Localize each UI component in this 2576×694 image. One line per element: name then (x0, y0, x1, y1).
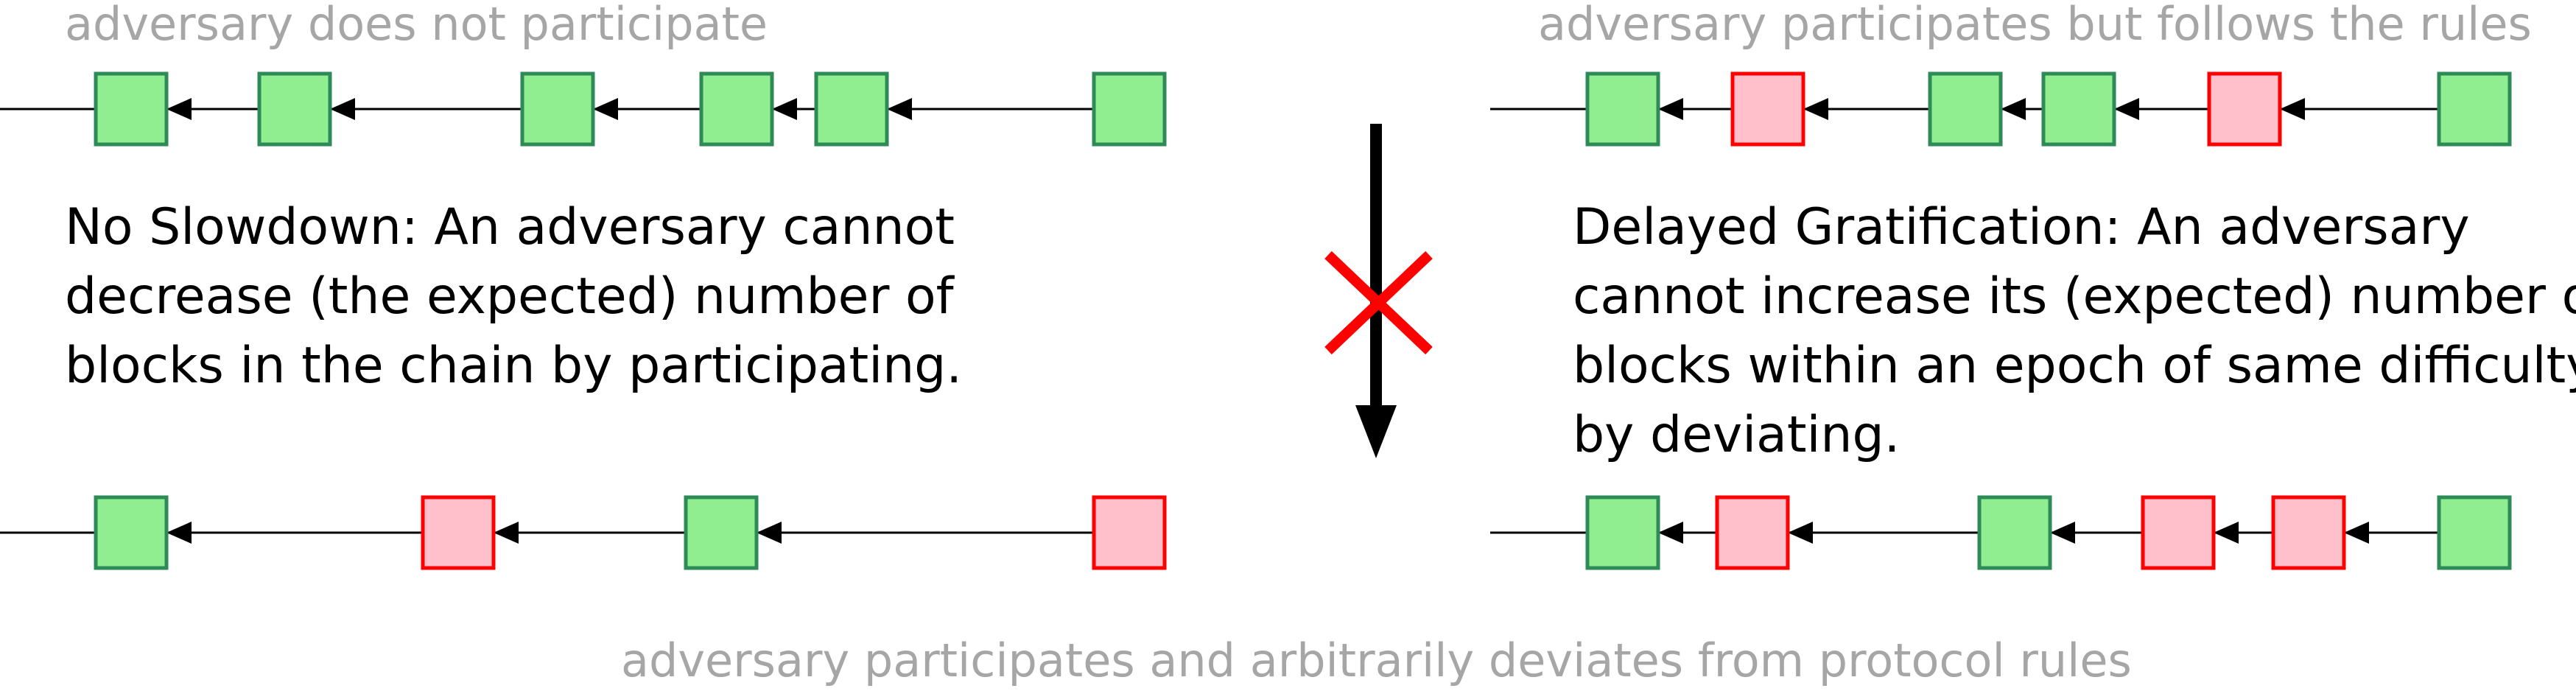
adversary-block (421, 495, 496, 570)
honest-block (699, 71, 774, 147)
chain-bottom-right (1490, 495, 2512, 570)
chain-top-right (1490, 71, 2512, 147)
honest-block (520, 71, 595, 147)
arrowhead (2344, 522, 2369, 544)
honest-block (2437, 495, 2512, 570)
arrowhead (757, 522, 782, 544)
arrowhead (772, 98, 797, 120)
honest-block (2437, 71, 2512, 147)
caption-adversary-follows-rules: adversary participates but follows the r… (1538, 0, 2532, 51)
adversary-block (2271, 495, 2346, 570)
arrowhead (1658, 98, 1683, 120)
honest-block (684, 495, 759, 570)
arrowhead (494, 522, 519, 544)
adversary-block (1715, 495, 1790, 570)
arrowhead (1803, 98, 1828, 120)
chain-top-left (0, 71, 1167, 147)
honest-block (1585, 495, 1660, 570)
delayed-gratification-line-2: cannot increase its (expected) number of (1573, 267, 2576, 326)
honest-block (257, 71, 332, 147)
honest-block (814, 71, 889, 147)
chain-bottom-left (0, 495, 1167, 570)
adversary-block (1730, 71, 1805, 147)
honest-block (1928, 71, 2003, 147)
delayed-gratification-line-4: by deviating. (1573, 406, 1901, 464)
implication-arrow (1355, 124, 1397, 458)
no-slowdown-line-2: decrease (the expected) number of (65, 267, 954, 326)
delayed-gratification-line-1: Delayed Gratification: An adversary (1573, 198, 2470, 256)
delayed-gratification-line-3: blocks within an epoch of same difficult… (1573, 337, 2576, 395)
honest-block (2041, 71, 2116, 147)
no-slowdown-line-3: blocks in the chain by participating. (65, 337, 962, 395)
honest-block (1092, 71, 1167, 147)
arrowhead (2214, 522, 2239, 544)
arrowhead (887, 98, 912, 120)
adversary-block (2207, 71, 2282, 147)
adversary-block (1092, 495, 1167, 570)
arrowhead (166, 522, 192, 544)
caption-adversary-deviates: adversary participates and arbitrarily d… (621, 634, 2132, 687)
arrowhead (166, 98, 192, 120)
arrowhead (330, 98, 355, 120)
arrowhead (1788, 522, 1813, 544)
arrowhead (2114, 98, 2139, 120)
arrowhead (2050, 522, 2075, 544)
arrowhead (1658, 522, 1683, 544)
honest-block (94, 495, 169, 570)
honest-block (94, 71, 169, 147)
cross-icon (1324, 250, 1433, 355)
honest-block (1977, 495, 2052, 570)
arrowhead (593, 98, 618, 120)
no-slowdown-description: No Slowdown: An adversary cannot decreas… (65, 193, 962, 401)
adversary-block (2141, 495, 2216, 570)
delayed-gratification-description: Delayed Gratification: An adversary cann… (1573, 193, 2576, 470)
no-slowdown-line-1: No Slowdown: An adversary cannot (65, 198, 955, 256)
down-arrow-head (1355, 405, 1397, 458)
honest-block (1585, 71, 1660, 147)
arrowhead (2001, 98, 2026, 120)
caption-adversary-does-not-participate: adversary does not participate (65, 0, 768, 51)
arrowhead (2280, 98, 2305, 120)
